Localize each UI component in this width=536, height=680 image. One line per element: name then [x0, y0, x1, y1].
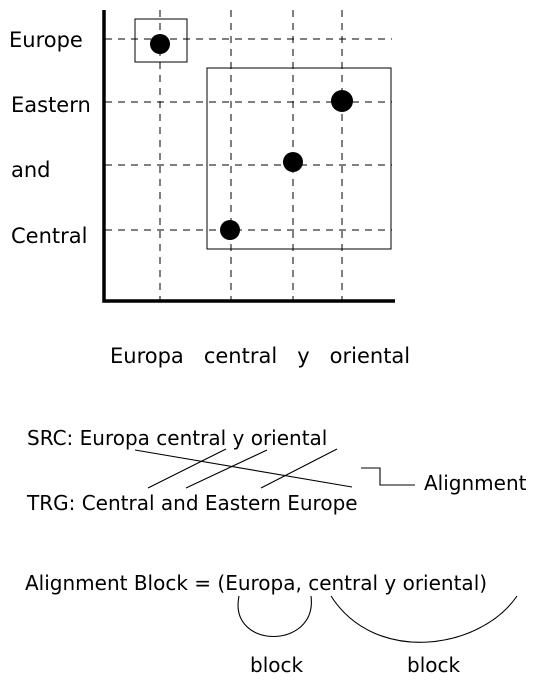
block-arc-central-y-oriental: [330, 595, 518, 643]
alignment-point-oriental-eastern: [331, 90, 353, 112]
link-europa-europe: [134, 449, 353, 488]
block-label-2: block: [407, 653, 460, 677]
row-label-and: and: [11, 158, 51, 182]
alignment-legend-mark: [361, 467, 415, 486]
src-sentence: SRC: Europa central y oriental: [27, 426, 327, 450]
block-box-large: [206, 67, 392, 250]
block-label-1: block: [250, 653, 303, 677]
block-arc-europa: [237, 595, 312, 637]
word-alignment-links: [134, 448, 353, 489]
block-box-small: [134, 18, 188, 63]
matrix-axes: [102, 10, 395, 303]
trg-sentence: TRG: Central and Eastern Europe: [26, 491, 358, 515]
row-label-central: Central: [11, 224, 87, 248]
column-caption: Europa central y oriental: [110, 344, 410, 368]
alignment-block-formula: Alignment Block = (Europa, central y ori…: [25, 571, 487, 595]
link-y-and: [185, 449, 268, 489]
row-label-europe: Europe: [9, 28, 83, 52]
alignment-point-europa-europe: [150, 34, 170, 54]
link-central-central: [147, 448, 227, 489]
alignment-grid: [105, 10, 392, 300]
alignment-legend-label: Alignment: [424, 471, 527, 495]
alignment-point-y-and: [283, 152, 303, 172]
row-label-eastern: Eastern: [11, 93, 91, 117]
link-oriental-eastern: [260, 448, 338, 489]
alignment-point-central-central: [220, 220, 240, 240]
